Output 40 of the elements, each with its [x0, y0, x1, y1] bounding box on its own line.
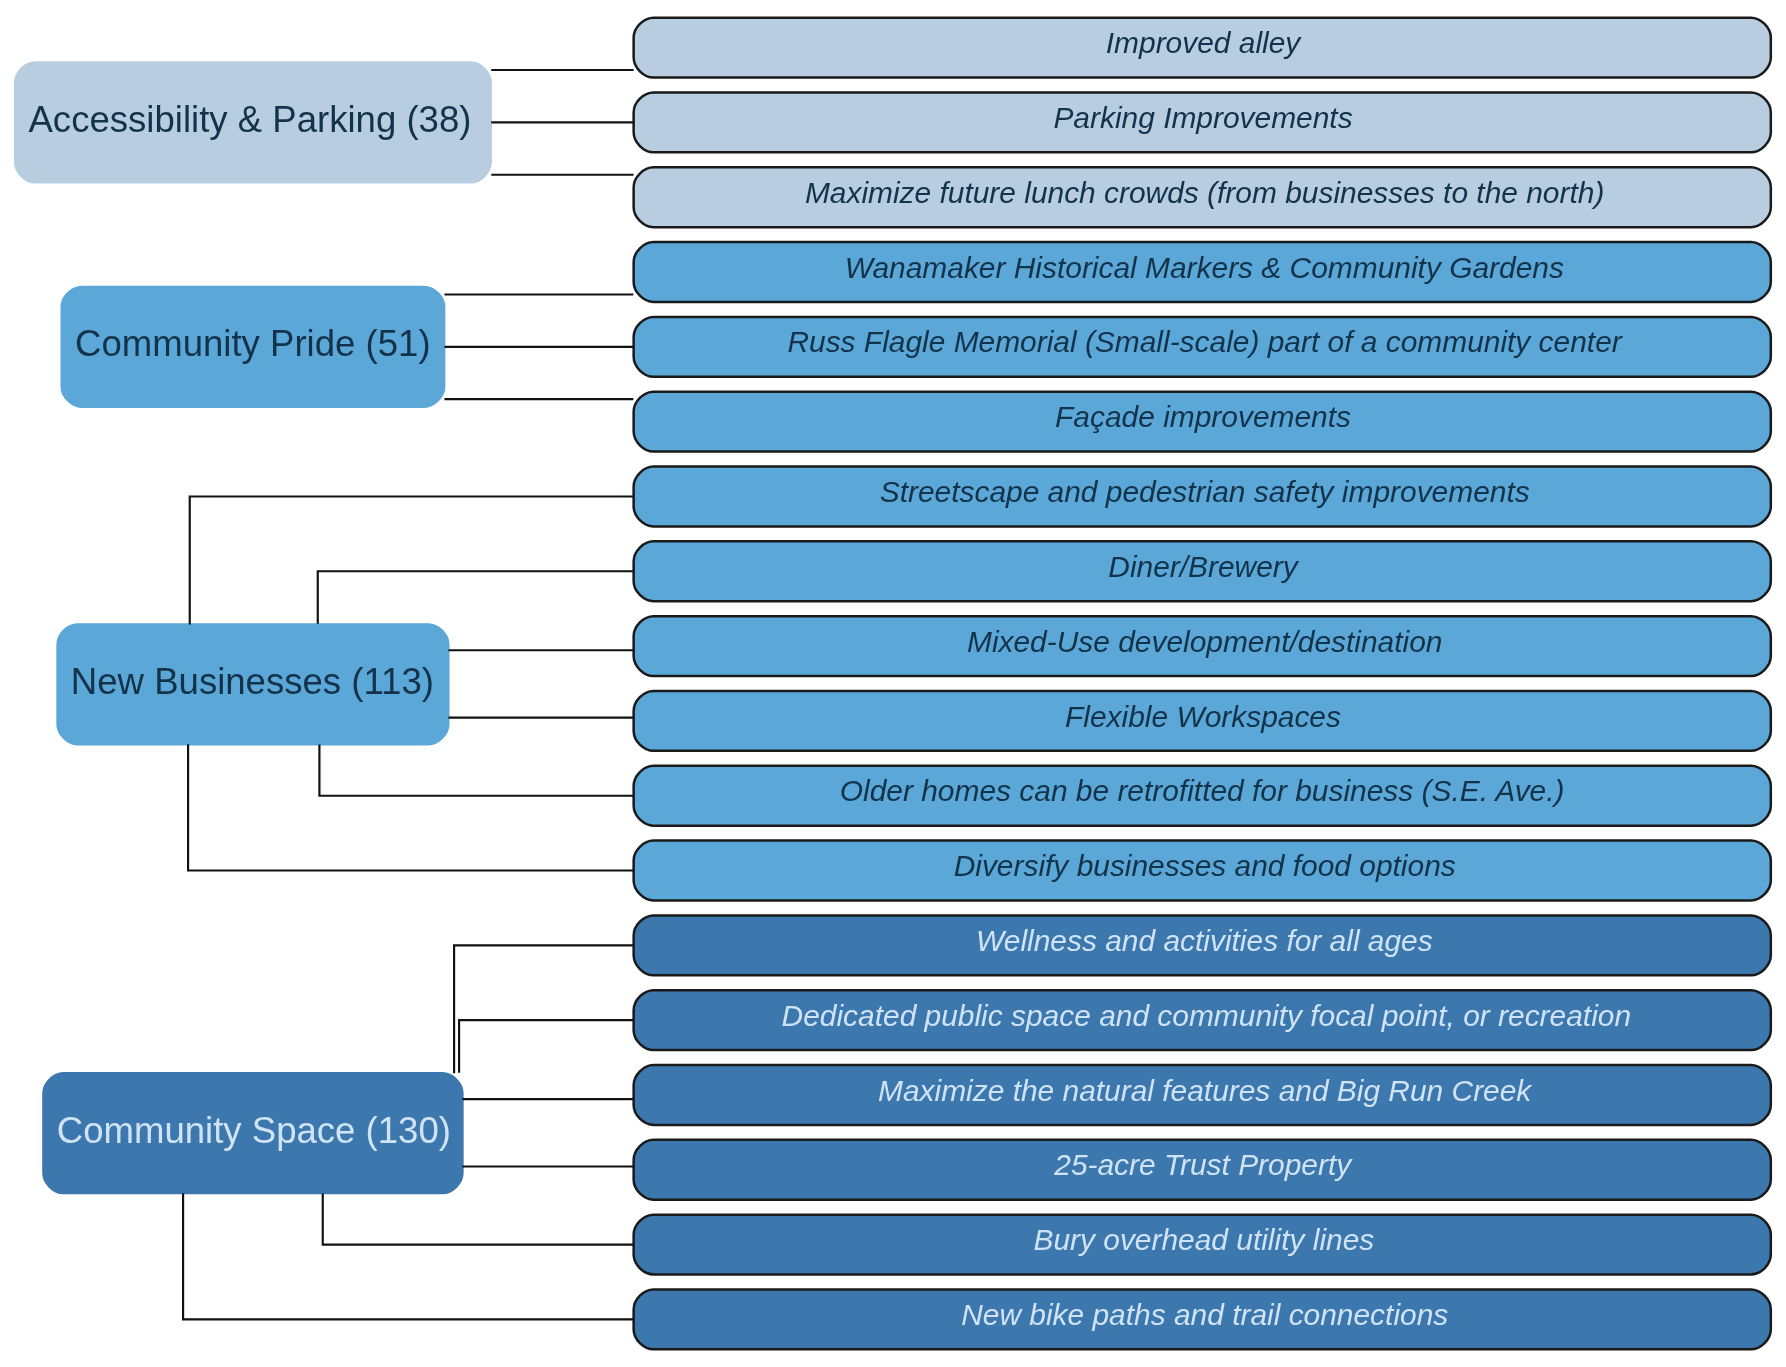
node-box: Accessibility & Parking (38) — [13, 61, 492, 184]
node-box: Dedicated public space and community focal point, or recreation — [632, 989, 1773, 1052]
connector — [187, 744, 634, 872]
connector — [491, 68, 634, 72]
connector — [321, 1193, 634, 1246]
node-box: Façade improvements — [632, 390, 1773, 453]
connector — [458, 1019, 634, 1073]
node-box: Maximize the natural features and Big Run Creek — [632, 1063, 1773, 1127]
connector — [448, 716, 634, 719]
connector — [188, 495, 634, 625]
connector — [491, 173, 634, 176]
connector — [444, 345, 634, 348]
node-box: Diversify businesses and food options — [632, 839, 1773, 902]
connector — [316, 570, 634, 624]
connector — [182, 1193, 634, 1321]
connector — [444, 398, 634, 401]
node-box: New Businesses (113) — [56, 623, 450, 746]
connector — [444, 293, 634, 296]
node-box: Community Space (130) — [42, 1072, 464, 1195]
node-box: Community Pride (51) — [60, 285, 446, 408]
connector — [491, 121, 634, 124]
node-box: Older homes can be retrofitted for business (S.E. Ave.) — [632, 764, 1773, 827]
node-box: Diner/Brewery — [632, 540, 1773, 603]
connector — [448, 649, 634, 652]
node-box: Maximize future lunch crowds (from businesses to the north) — [632, 166, 1773, 229]
node-box: 25-acre Trust Property — [632, 1138, 1773, 1201]
connector — [462, 1098, 634, 1101]
node-box: New bike paths and trail connections — [632, 1288, 1773, 1351]
node-box: Flexible Workspaces — [632, 689, 1773, 753]
node-box: Bury overhead utility lines — [632, 1213, 1773, 1276]
node-box: Improved alley — [632, 16, 1773, 79]
connector — [462, 1165, 634, 1168]
node-box: Streetscape and pedestrian safety improvements — [632, 465, 1773, 528]
node-box: Parking Improvements — [632, 91, 1773, 154]
connector — [318, 744, 634, 797]
node-box: Mixed-Use development/destination — [632, 614, 1773, 678]
connector — [453, 944, 634, 1074]
node-box: Russ Flagle Memorial (Small-scale) part of a community center — [632, 315, 1773, 378]
node-box: Wanamaker Historical Markers & Community Gardens — [632, 240, 1773, 304]
node-box: Wellness and activities for all ages — [632, 914, 1773, 977]
